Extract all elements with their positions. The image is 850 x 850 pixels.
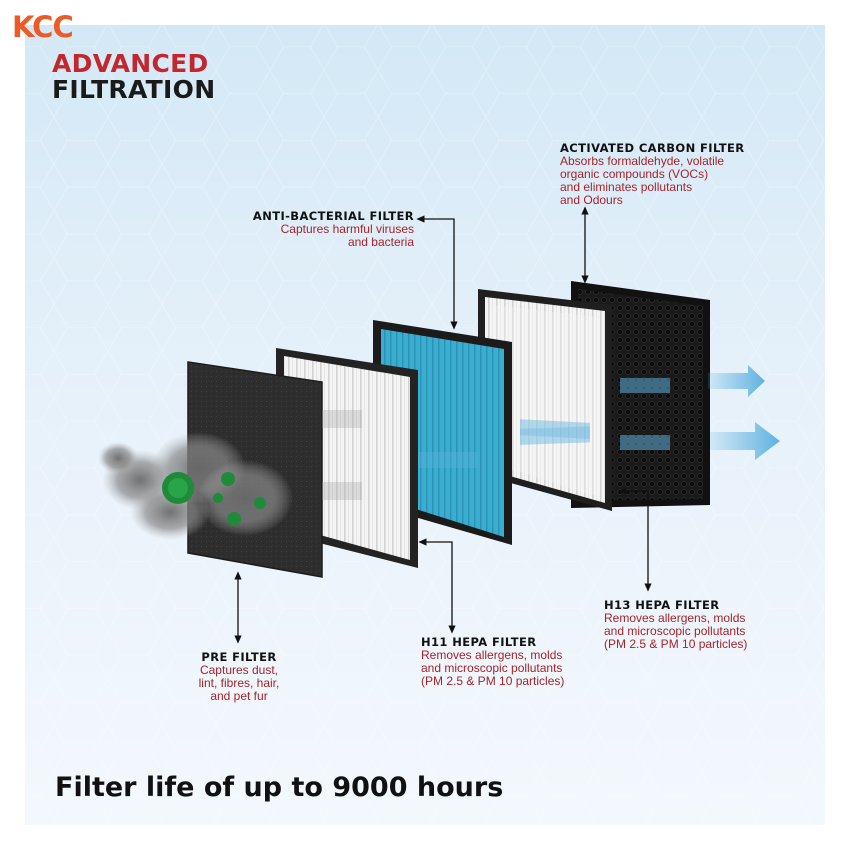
brand-logo: KCC [12,10,74,44]
carbon-line4: and Odours [560,193,623,207]
h11-line2: and microscopic pollutants [421,661,563,675]
leader-lines [234,206,652,644]
anti-bacterial-title: ANTI-BACTERIAL FILTER [252,209,414,223]
h13-line2: and microscopic pollutants [604,624,746,638]
label-h11-filter: H11 HEPA FILTER Removes allergens, molds… [421,636,564,688]
h11-line1: Removes allergens, molds [421,648,563,662]
label-pre-filter: PRE FILTER Captures dust, lint, fibres, … [176,651,302,703]
carbon-title: ACTIVATED CARBON FILTER [560,141,745,155]
airflow-inner [322,378,670,500]
airflow-out-arrow-bottom [710,422,780,460]
h13-title: H13 HEPA FILTER [604,598,720,612]
pre-line3: and pet fur [210,689,268,703]
carbon-line1: Absorbs formaldehyde, volatile [560,154,725,168]
h11-title: H11 HEPA FILTER [421,635,537,649]
filter-life-text: Filter life of up to 9000 hours [55,772,504,803]
h13-line3: (PM 2.5 & PM 10 particles) [604,637,748,651]
anti-bacterial-line1: Captures harmful viruses [280,222,414,236]
headline-line1: ADVANCED [52,49,209,78]
label-carbon-filter: ACTIVATED CARBON FILTER Absorbs formalde… [560,142,745,207]
carbon-line3: and eliminates pollutants [560,180,693,194]
label-anti-bacterial-filter: ANTI-BACTERIAL FILTER Captures harmful v… [216,210,414,249]
headline-line2: FILTRATION [52,75,216,104]
airflow-out-arrow-top [708,365,765,397]
pre-line2: lint, fibres, hair, [198,676,280,690]
h11-line3: (PM 2.5 & PM 10 particles) [421,674,565,688]
h13-line1: Removes allergens, molds [604,611,746,625]
carbon-line2: organic compounds (VOCs) [560,167,709,181]
anti-bacterial-line2: and bacteria [347,235,414,249]
label-h13-filter: H13 HEPA FILTER Removes allergens, molds… [604,599,747,651]
pre-line1: Captures dust, [199,663,279,677]
germ-icons [162,472,266,526]
pre-title: PRE FILTER [201,650,277,664]
